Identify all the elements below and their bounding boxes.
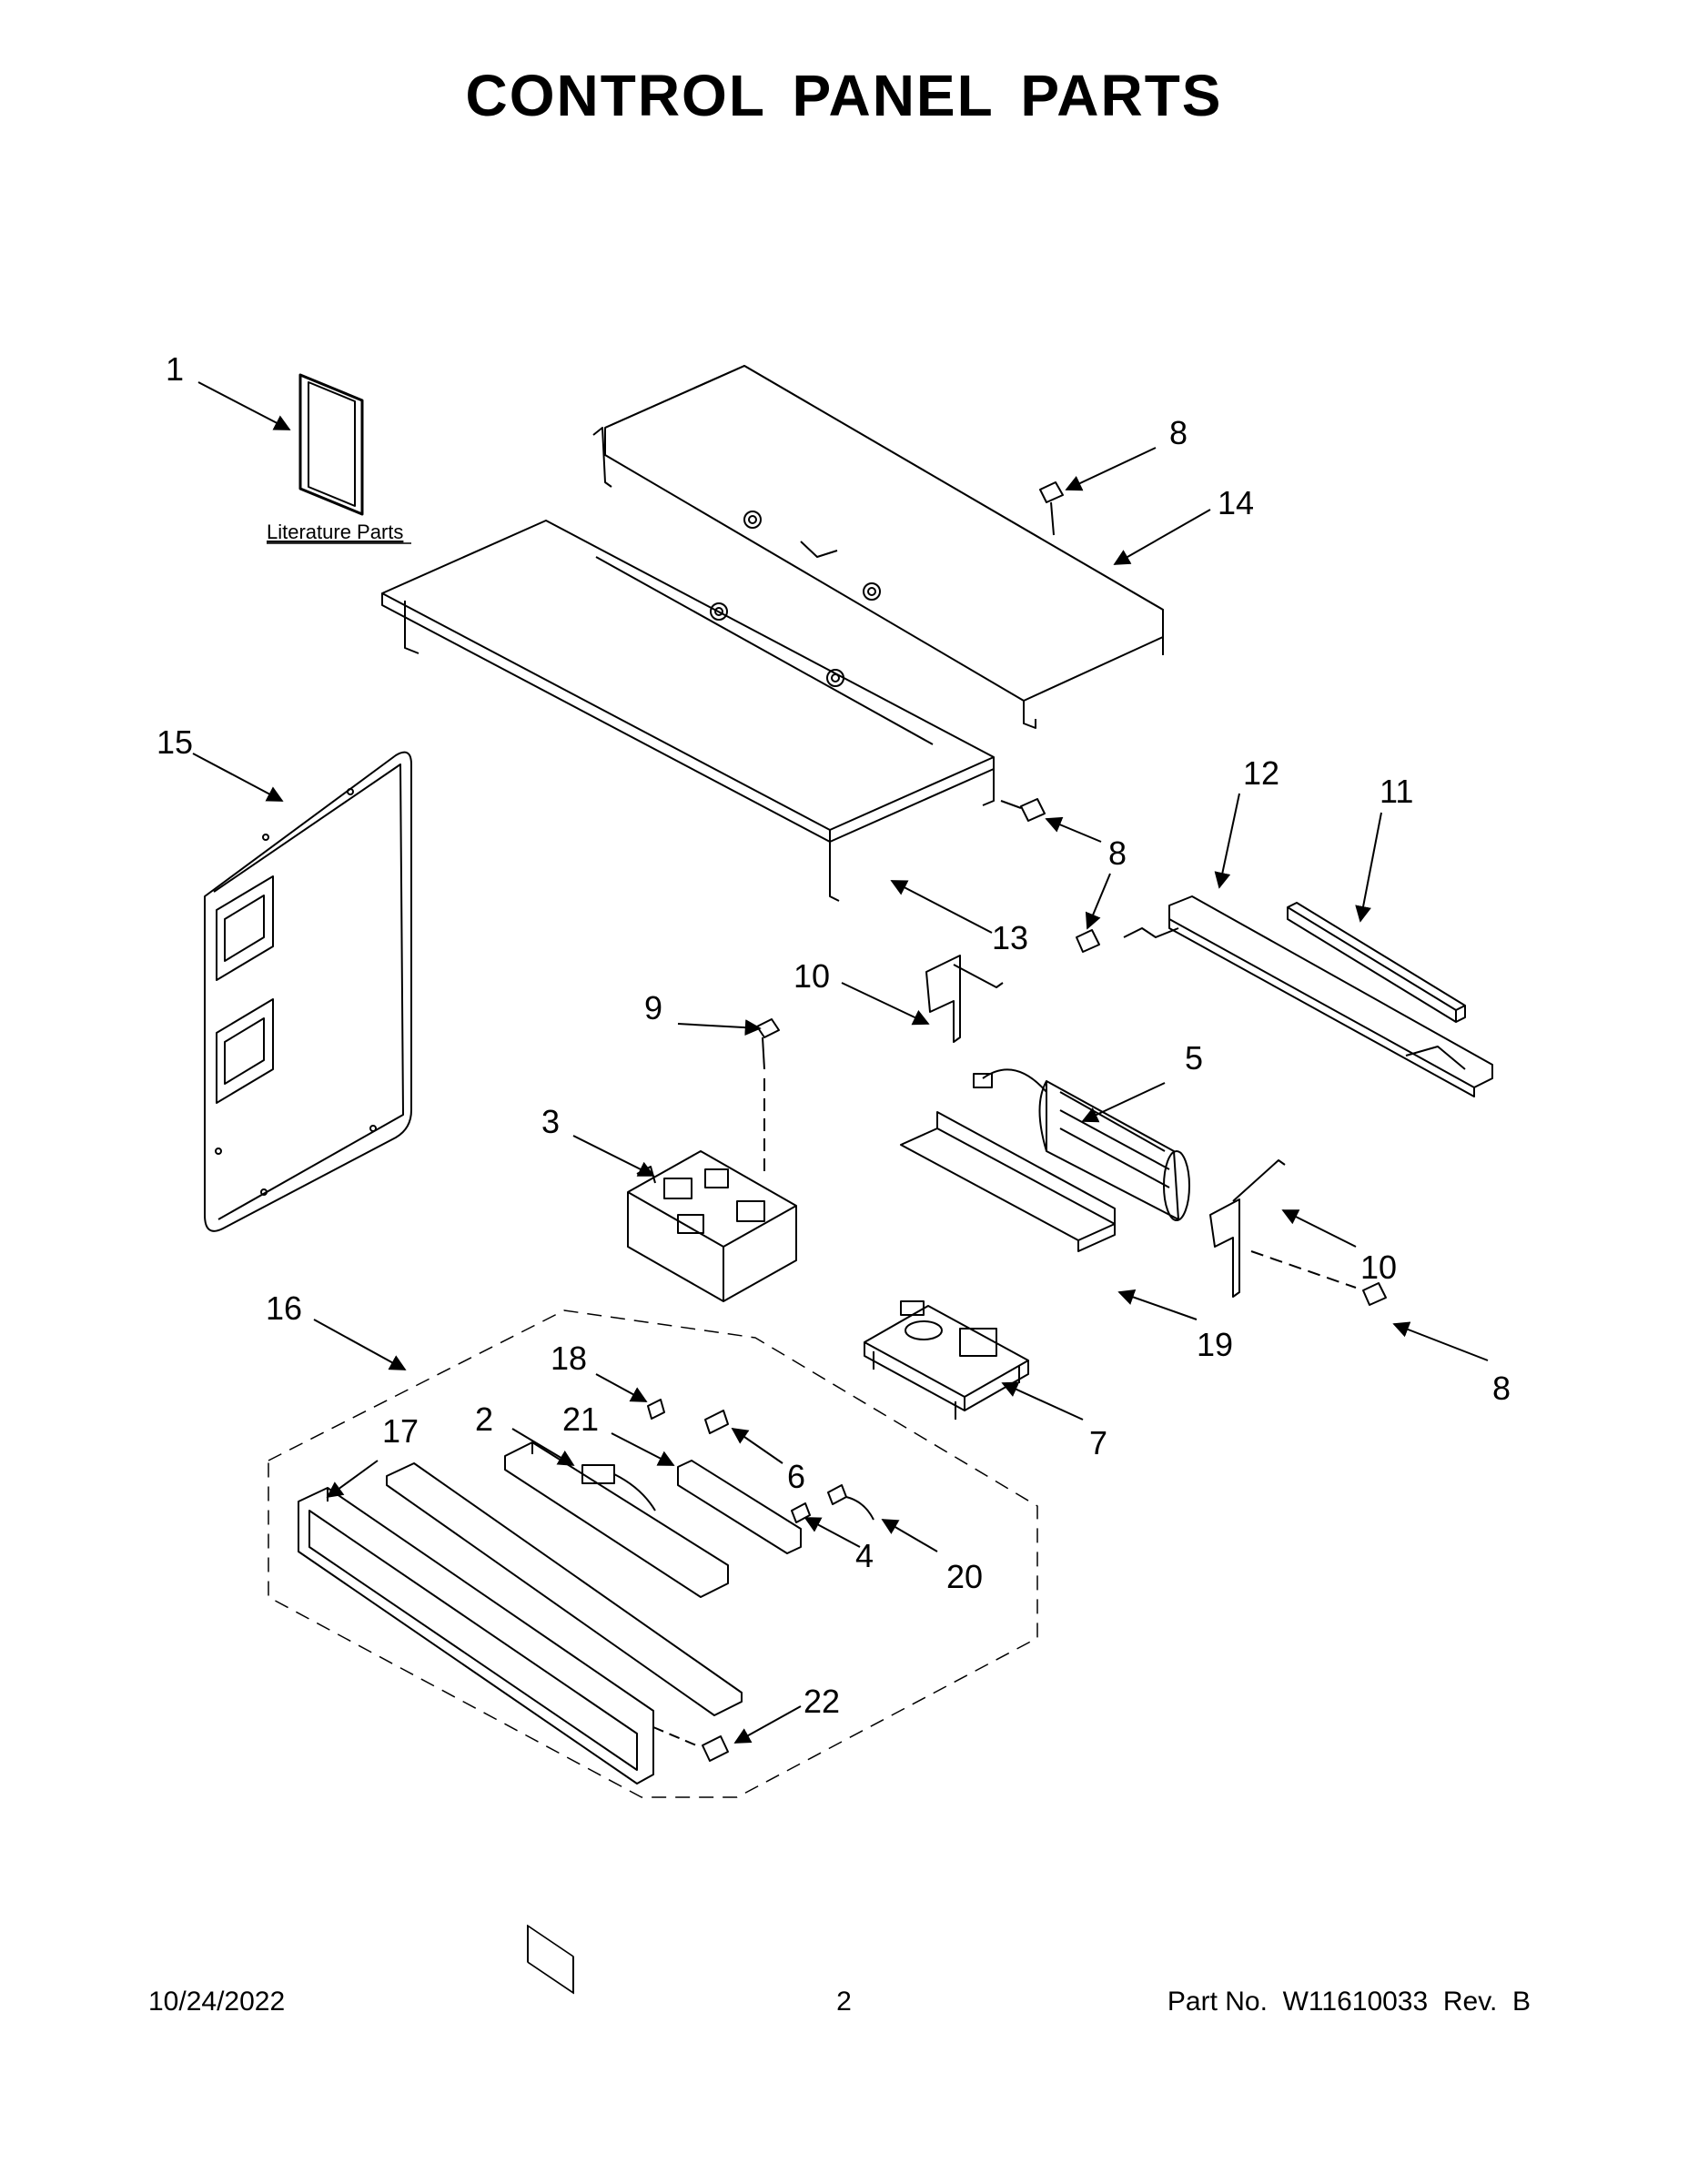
part-screw-6: [704, 1410, 729, 1434]
part-bracket-12: [1123, 895, 1493, 1097]
part-tangential-fan: [973, 1068, 1190, 1221]
part-board-21: [677, 1460, 802, 1554]
callout-4: 4: [855, 1537, 874, 1574]
callout-15: 15: [157, 723, 193, 761]
callout-2: 2: [475, 1400, 493, 1438]
part-sensor-20: [827, 1484, 874, 1521]
callout-7: 7: [1089, 1424, 1107, 1461]
part-screw-9: [756, 1018, 780, 1174]
footer-date: 10/24/2022: [148, 1987, 286, 2017]
callout-11: 11: [1380, 773, 1413, 810]
footer-part-number: Part No. W11610033 Rev. B: [1167, 1987, 1531, 2017]
callout-12: 12: [1243, 754, 1279, 792]
part-bracket-10-left: [925, 955, 1004, 1043]
callout-14: 14: [1218, 484, 1254, 521]
part-power-board: [864, 1300, 1029, 1420]
callout-18: 18: [551, 1340, 587, 1377]
part-lower-cover: [381, 520, 995, 902]
part-clip-18: [647, 1399, 665, 1420]
callout-22: 22: [804, 1683, 840, 1720]
callout-16: 16: [266, 1289, 302, 1327]
part-control-board: [627, 1150, 797, 1302]
part-strip-11: [1287, 902, 1466, 1023]
part-literature-booklet: [298, 373, 364, 516]
callout-8-top: 8: [1169, 414, 1188, 451]
callout-21: 21: [562, 1400, 599, 1438]
callout-17: 17: [382, 1412, 419, 1450]
callout-10-left: 10: [793, 957, 830, 995]
callout-10-right: 10: [1360, 1249, 1397, 1286]
callout-9: 9: [644, 989, 662, 1026]
part-screw-8-mid: [1000, 798, 1046, 822]
part-clip-4: [791, 1502, 811, 1523]
page-title: CONTROL PANEL PARTS: [465, 63, 1223, 128]
part-bracket-10-right: [1209, 1159, 1286, 1298]
part-top-cover: [592, 365, 1164, 729]
callout-3: 3: [541, 1103, 560, 1140]
part-ui-board: [504, 1441, 729, 1598]
part-channel-19: [900, 1111, 1116, 1252]
part-screw-8-top: [1039, 481, 1064, 536]
callout-8-mid: 8: [1108, 834, 1127, 872]
callout-20: 20: [946, 1558, 983, 1595]
part-screw-8-left: [1076, 929, 1100, 953]
part-screw-8-right: [1250, 1250, 1387, 1306]
callout-5: 5: [1185, 1039, 1203, 1077]
callout-8-right: 8: [1492, 1370, 1511, 1407]
part-touch-overlay: [386, 1462, 743, 1995]
literature-parts-label: Literature Parts: [267, 521, 403, 543]
callout-13: 13: [992, 919, 1028, 956]
callout-6: 6: [787, 1458, 805, 1495]
footer-page-number: 2: [836, 1987, 852, 2017]
callout-1: 1: [166, 350, 184, 388]
part-screw-22: [652, 1726, 729, 1762]
part-side-panel: [204, 751, 412, 1232]
callout-19: 19: [1197, 1326, 1233, 1363]
